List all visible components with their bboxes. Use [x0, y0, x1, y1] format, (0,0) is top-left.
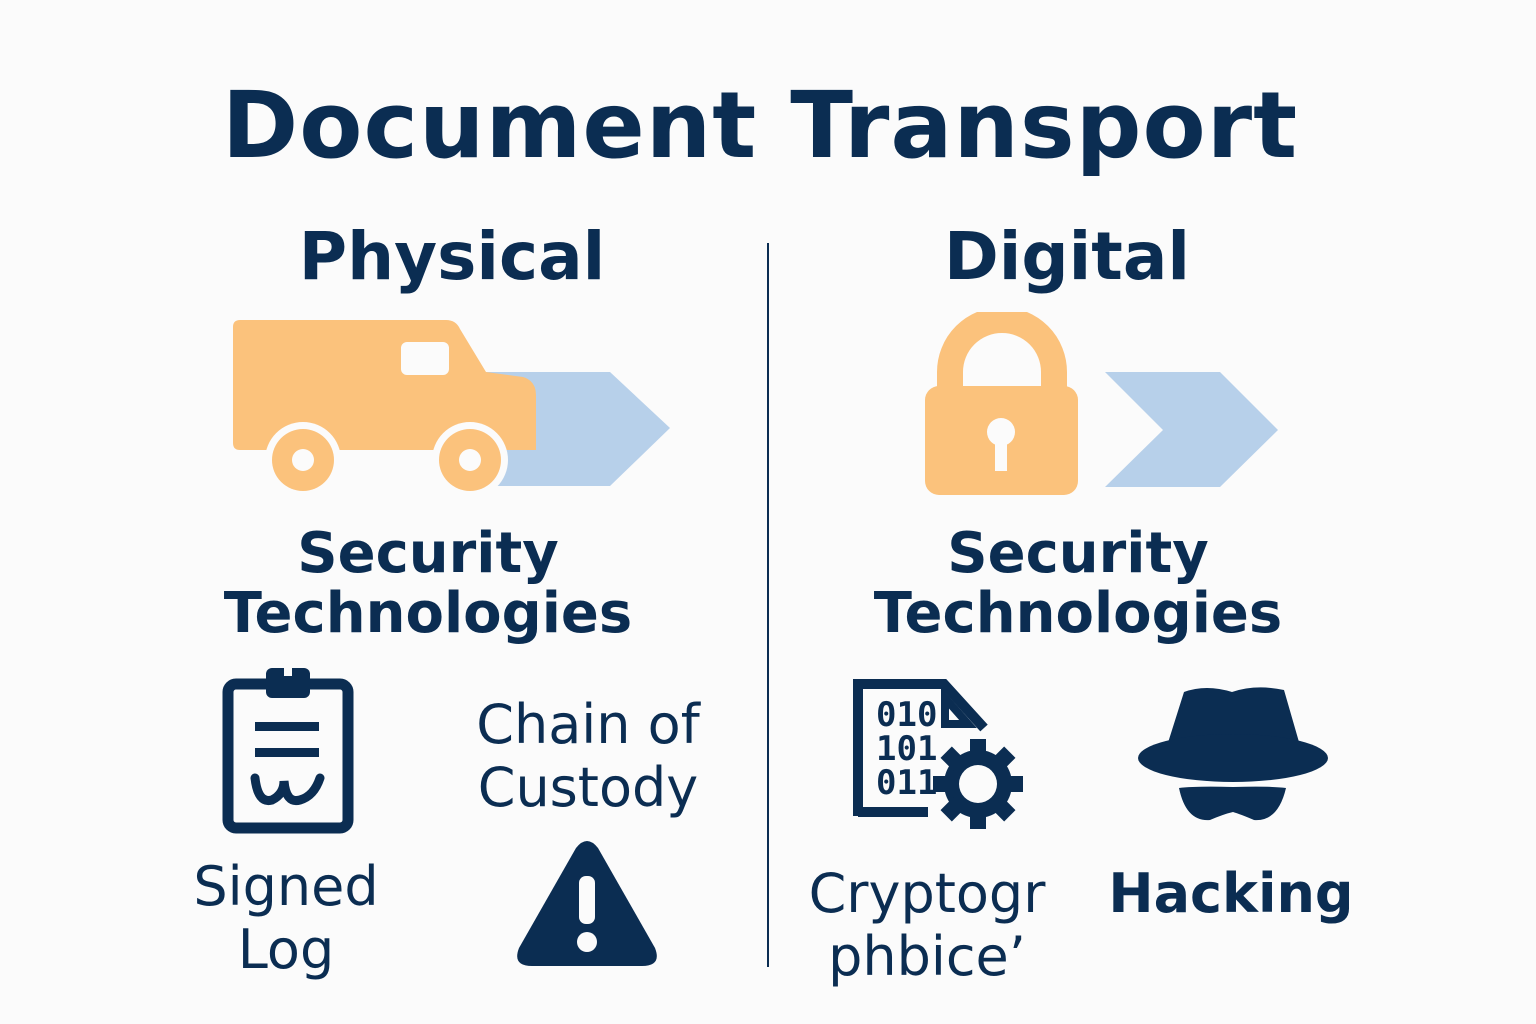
cryptography-label: Cryptogr phbice’ [809, 862, 1046, 988]
label-line: Cryptogr [808, 862, 1046, 925]
label-line: Signed [193, 855, 379, 918]
label-line: phbice’ [828, 925, 1026, 988]
label-line: Custody [477, 756, 699, 819]
chain-of-custody-label: Chain of Custody [476, 693, 699, 819]
security-line: Security [947, 521, 1209, 586]
page-title: Document Transport [221, 72, 1299, 179]
hacking-label: Hacking [1108, 862, 1354, 925]
warning-icon [517, 841, 657, 966]
padlock-icon [925, 312, 1278, 495]
binary-document-gear-icon: 010 101 011 [853, 679, 1023, 829]
label-line: Chain of [476, 693, 700, 756]
digital-security-title: Security Technologies [874, 524, 1282, 644]
signed-log-label: Signed Log [193, 855, 378, 981]
clipboard-icon [222, 666, 354, 834]
technologies-line: Technologies [873, 581, 1283, 646]
binary-row: 101 [876, 729, 937, 769]
column-divider [767, 243, 769, 967]
label-line: Log [237, 918, 335, 981]
binary-row: 011 [876, 763, 937, 803]
hacker-hat-icon [1138, 687, 1328, 821]
truck-icon [233, 320, 670, 498]
security-line: Security [297, 521, 559, 586]
digital-heading: Digital [944, 218, 1190, 295]
technologies-line: Technologies [223, 581, 633, 646]
physical-heading: Physical [298, 218, 606, 295]
binary-row: 010 [876, 695, 937, 735]
physical-security-title: Security Technologies [224, 524, 632, 644]
